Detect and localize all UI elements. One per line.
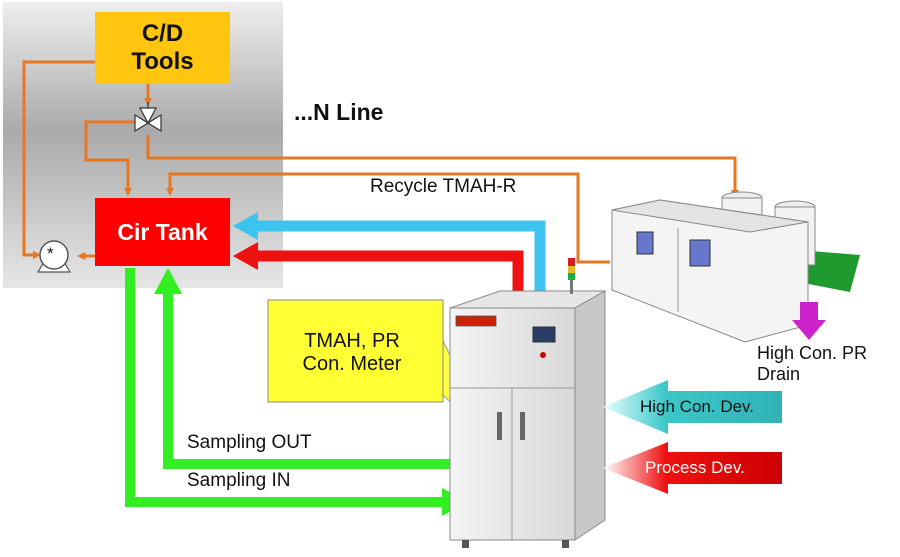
red-return-line xyxy=(233,242,524,302)
three-way-valve-icon xyxy=(134,102,162,133)
meter-callout-line2: Con. Meter xyxy=(302,353,402,375)
cd-tools-line2: Tools xyxy=(131,48,194,75)
recycle-label: Recycle TMAH-R xyxy=(370,176,517,197)
drain-label-line1: High Con. PR xyxy=(757,343,868,363)
cd-tools-line1: C/D xyxy=(141,20,184,48)
meter-callout-text: TMAH, PR Con. Meter xyxy=(282,322,422,384)
n-line-label: ...N Line xyxy=(294,99,384,125)
drain-label-line2: Drain xyxy=(757,363,801,384)
sampling-out-label: Sampling OUT xyxy=(187,432,312,453)
orange-piping xyxy=(22,60,739,264)
cir-tank-label: Cir Tank xyxy=(117,218,208,245)
drain-label: High Con. PR Drain xyxy=(757,343,897,384)
process-dev-arrow xyxy=(603,442,782,494)
high-con-dev-arrow xyxy=(603,380,782,434)
sampling-in-label: Sampling IN xyxy=(187,470,291,491)
meter-callout-line1: TMAH, PR xyxy=(304,330,400,352)
cd-tools-label: C/D Tools xyxy=(95,12,230,84)
analyzer-cabinet xyxy=(449,290,607,548)
pump-symbol-label: * xyxy=(47,244,54,263)
pump-icon xyxy=(36,240,72,273)
process-dev-label: Process Dev. xyxy=(645,458,745,477)
blue-return-line xyxy=(233,212,546,300)
cd-tools-box xyxy=(95,12,230,84)
cir-tank-box xyxy=(95,198,230,266)
drain-arrow-icon xyxy=(792,302,826,340)
high-con-dev-label: High Con. Dev. xyxy=(640,397,755,416)
signal-tower-icon xyxy=(568,258,575,294)
recycle-system-equipment xyxy=(611,191,860,343)
